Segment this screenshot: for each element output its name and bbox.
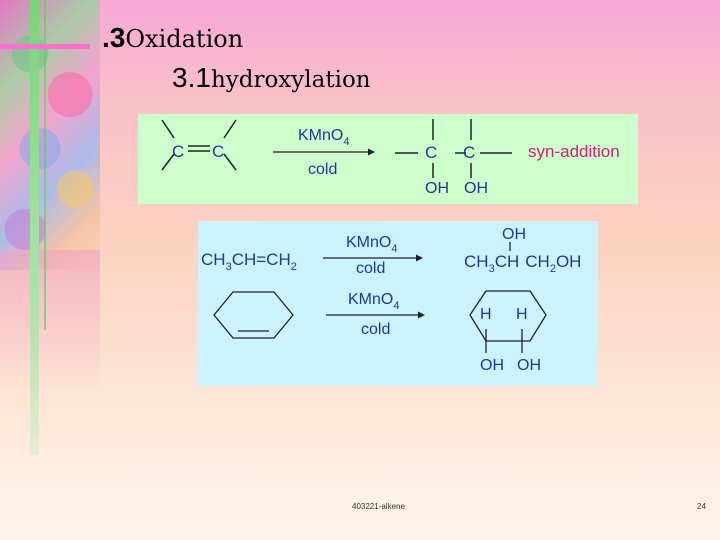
reagent-3: KMnO4: [348, 291, 399, 312]
footer-page-number: 24: [697, 502, 706, 511]
footer-course-code: 403221-alkene: [352, 502, 405, 511]
page-subtitle: 3.1hydroxylation: [172, 62, 371, 94]
reactant-c2: C: [212, 142, 224, 161]
condition-3: cold: [361, 321, 390, 338]
syn-addition-label: syn-addition: [528, 142, 620, 161]
subtitle-text: hydroxylation: [210, 67, 371, 93]
diol-h1: H: [480, 306, 492, 323]
diol-oh2: OH: [517, 357, 541, 374]
title-number: .3: [102, 22, 126, 53]
propanediol-top-oh: OH: [502, 226, 526, 243]
condition-1: cold: [308, 161, 337, 178]
corner-decoration: [0, 0, 100, 270]
cyclohexanediol-ring: [469, 290, 547, 353]
vertical-green-bar: [30, 0, 39, 455]
title-text: Oxidation: [125, 25, 244, 53]
product-c1: C: [425, 143, 437, 162]
product-oh1: OH: [425, 180, 449, 197]
diol-h2: H: [516, 306, 528, 323]
corner-decoration-fade: [0, 250, 100, 390]
reactant-c1: C: [172, 142, 184, 161]
diol-oh1: OH: [480, 357, 504, 374]
horizontal-pink-bar: [0, 44, 90, 49]
product-c2: C: [463, 143, 475, 162]
page-title: .3Oxidation: [102, 22, 243, 54]
reagent-1: KMnO4: [298, 127, 349, 148]
propene-formula: CH3CH=CH2: [201, 250, 297, 273]
cyclohexene-ring: [213, 291, 294, 339]
vertical-green-line: [44, 0, 46, 330]
condition-2: cold: [356, 260, 385, 277]
reagent-2: KMnO4: [346, 234, 397, 255]
reaction-panel-general: C C KMnO4 cold C C OH OH syn-addition: [138, 114, 638, 204]
product-oh2: OH: [464, 180, 488, 197]
general-reaction-diagram: C C KMnO4 cold C C OH OH syn-addition: [161, 119, 620, 197]
subtitle-number: 3.1: [172, 62, 211, 93]
